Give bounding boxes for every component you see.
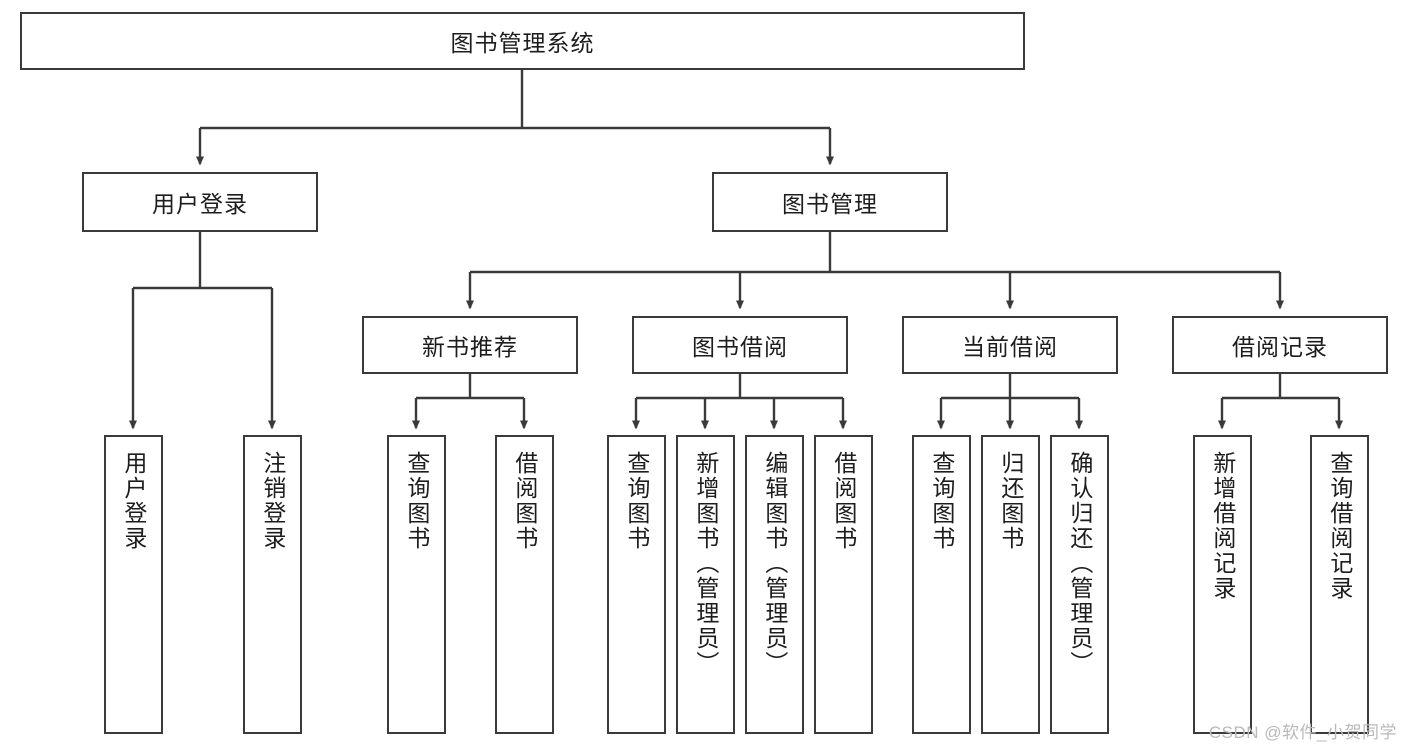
leaf-current-query-book[interactable]: 查询图书 — [912, 435, 971, 734]
leaf-borrow-add-book-admin[interactable]: 新增图书（管理员） — [676, 435, 735, 734]
leaf-user-login-signout[interactable]: 注销登录 — [243, 435, 302, 734]
node-book-borrow-label: 图书借阅 — [692, 334, 788, 360]
leaf-label: 用户登录 — [120, 451, 147, 551]
leaf-borrow-borrow-book[interactable]: 借阅图书 — [814, 435, 873, 734]
leaf-label: 查询图书 — [928, 451, 955, 551]
leaf-label: 查询图书 — [623, 451, 650, 551]
node-book-management-label: 图书管理 — [782, 191, 878, 217]
node-borrow-record[interactable]: 借阅记录 — [1172, 316, 1388, 374]
node-user-login-label: 用户登录 — [152, 191, 248, 217]
leaf-label: 新增借阅记录 — [1209, 451, 1236, 601]
leaf-label: 查询借阅记录 — [1326, 451, 1353, 601]
leaf-label: 确认归还（管理员） — [1066, 451, 1093, 676]
leaf-label: 归还图书 — [997, 451, 1024, 551]
node-root[interactable]: 图书管理系统 — [20, 12, 1025, 70]
leaf-current-confirm-return-admin[interactable]: 确认归还（管理员） — [1050, 435, 1109, 734]
node-user-login[interactable]: 用户登录 — [82, 172, 318, 232]
node-root-label: 图书管理系统 — [450, 30, 595, 56]
leaf-label: 借阅图书 — [830, 451, 857, 551]
watermark-text: CSDN @软件_小贺同学 — [1208, 723, 1397, 742]
leaf-label: 编辑图书（管理员） — [761, 451, 788, 676]
leaf-borrow-query-book[interactable]: 查询图书 — [607, 435, 666, 734]
leaf-label: 查询图书 — [403, 451, 430, 551]
leaf-recommend-query-book[interactable]: 查询图书 — [387, 435, 446, 734]
node-current-borrow[interactable]: 当前借阅 — [902, 316, 1118, 374]
leaf-user-login-signin[interactable]: 用户登录 — [104, 435, 163, 734]
leaf-label: 借阅图书 — [511, 451, 538, 551]
leaf-recommend-borrow-book[interactable]: 借阅图书 — [495, 435, 554, 734]
node-current-borrow-label: 当前借阅 — [962, 334, 1058, 360]
leaf-current-return-book[interactable]: 归还图书 — [981, 435, 1040, 734]
node-book-borrow[interactable]: 图书借阅 — [632, 316, 848, 374]
leaf-record-add-record[interactable]: 新增借阅记录 — [1193, 435, 1252, 734]
leaf-label: 注销登录 — [259, 451, 286, 551]
leaf-label: 新增图书（管理员） — [692, 451, 719, 676]
leaf-record-query-record[interactable]: 查询借阅记录 — [1310, 435, 1369, 734]
node-new-book-recommend[interactable]: 新书推荐 — [362, 316, 578, 374]
node-book-management[interactable]: 图书管理 — [712, 172, 948, 232]
node-new-book-recommend-label: 新书推荐 — [422, 334, 518, 360]
leaf-borrow-edit-book-admin[interactable]: 编辑图书（管理员） — [745, 435, 804, 734]
node-borrow-record-label: 借阅记录 — [1232, 334, 1328, 360]
